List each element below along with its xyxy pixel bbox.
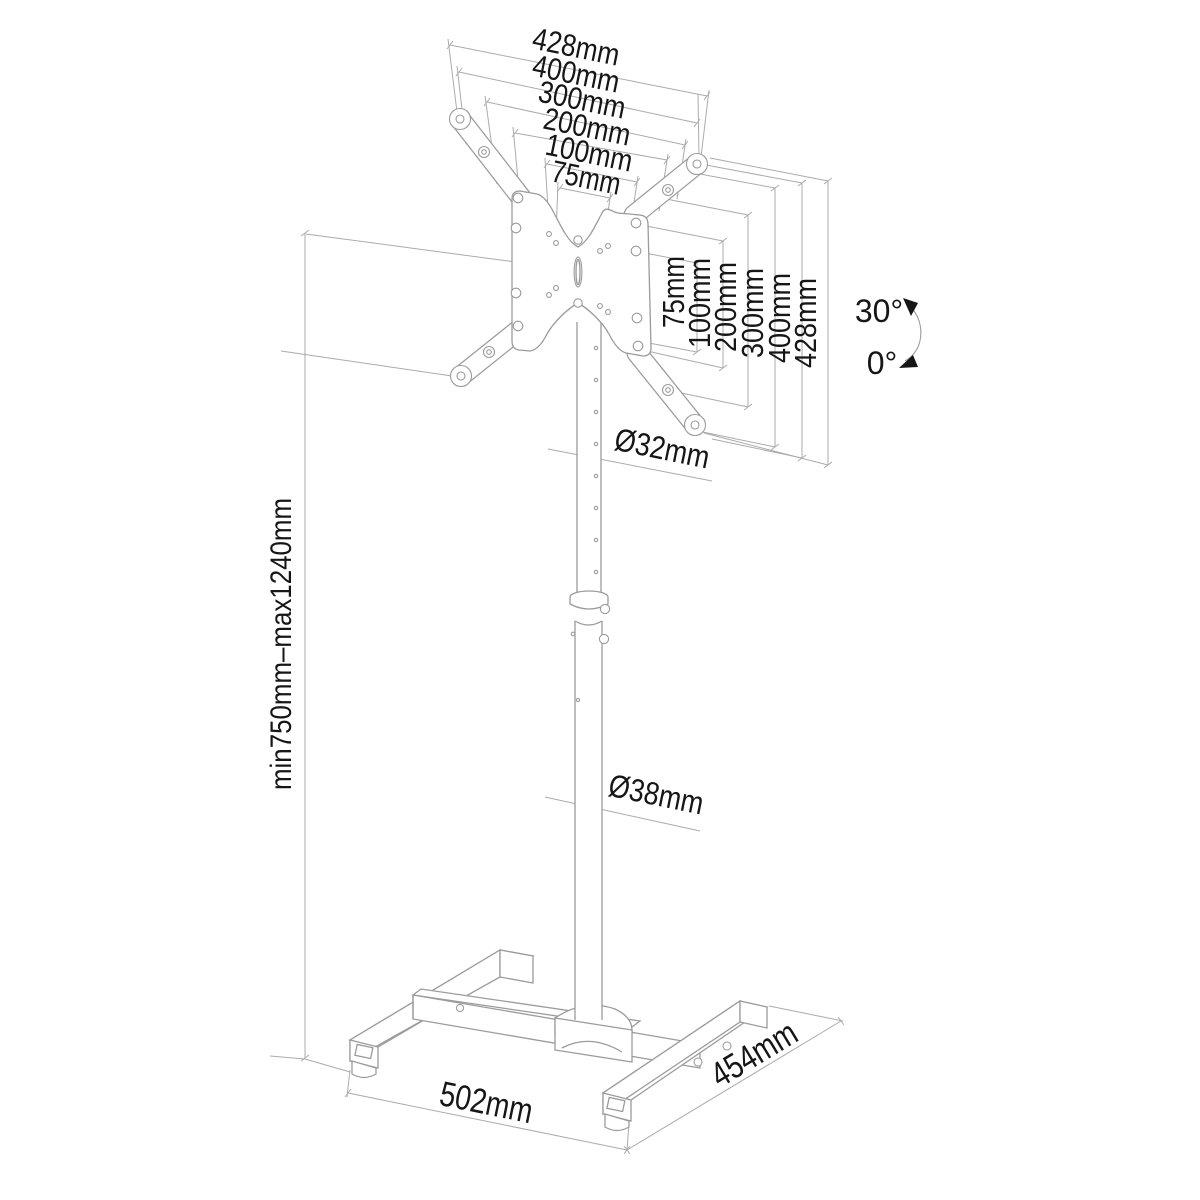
dim-label-side: 100mm: [682, 258, 717, 348]
left-foot-pad: [351, 1060, 377, 1079]
telescopic-pole: [554, 322, 633, 1063]
right-foot-bolt: [722, 1041, 732, 1051]
vesa-mounting-holes: [510, 192, 644, 352]
base-right-foot: [601, 999, 769, 1132]
clamp-knob: [599, 603, 611, 615]
right-foot-bolt: [693, 1057, 703, 1067]
arm-upper-right: [623, 152, 709, 226]
arm-lower-right: [626, 342, 707, 437]
right-foot-pad: [604, 1113, 630, 1132]
dim-label-side: 400mm: [762, 273, 797, 363]
height-adjust-collar: [569, 590, 611, 645]
dim-label-side: 300mm: [735, 268, 770, 358]
pole-upper-tube: [576, 322, 602, 592]
dim-label-side: 75mm: [656, 256, 691, 328]
dim-label-side: 428mm: [788, 278, 823, 368]
vesa-plate: [510, 190, 652, 357]
plate-center-slot: [573, 256, 583, 288]
vesa-extension-arms: [448, 107, 709, 437]
arm-lower-left: [449, 317, 532, 388]
tilt-max-label: 30°: [855, 293, 903, 329]
height-range-label: min750mm–max1240mm: [265, 498, 298, 790]
height-adjustment-holes: [593, 345, 599, 575]
dim-label-side: 200mm: [708, 262, 743, 352]
base-depth-label: 502mm: [436, 1074, 536, 1131]
clamp-knob: [598, 633, 610, 645]
base-dimension-lines: [344, 1005, 845, 1155]
diameter-leader-lines: [544, 448, 713, 832]
dimension-annotations: [269, 38, 922, 1155]
pole-lower-tube: [574, 620, 603, 1020]
tilt-arrow-up-icon: [903, 298, 918, 316]
tilt-min-label: 0°: [867, 345, 898, 381]
tilt-arrow-down-icon: [899, 355, 918, 368]
floor-stand: [348, 107, 769, 1132]
tilt-annotation: [899, 298, 922, 368]
arm-upper-left: [448, 107, 534, 211]
height-range-dimension: [269, 229, 561, 1073]
crossbar-bolt: [455, 1003, 465, 1013]
pole-bracket: [554, 1017, 633, 1063]
